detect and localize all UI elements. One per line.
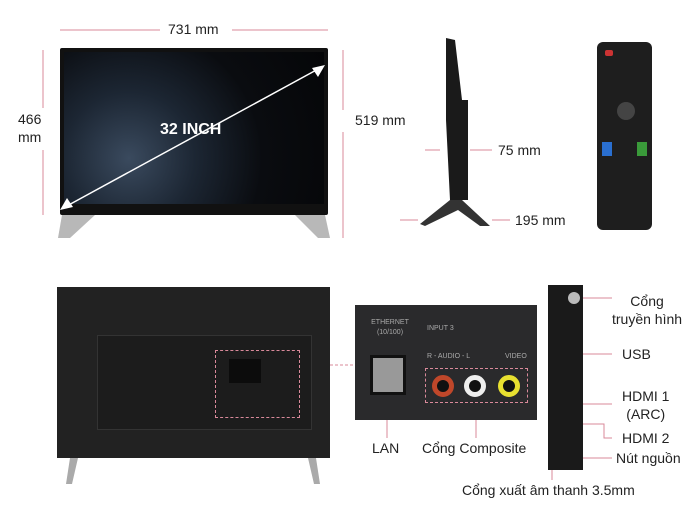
hdmi2-label: HDMI 2 bbox=[622, 430, 670, 446]
height-value: 466 bbox=[18, 111, 42, 127]
lan-label: LAN bbox=[372, 440, 400, 456]
ethernet-title: ETHERNET bbox=[371, 319, 409, 326]
remote-control bbox=[597, 42, 652, 230]
lan-port[interactable] bbox=[370, 355, 406, 395]
stand-depth-label: 195 mm bbox=[515, 212, 566, 228]
composite-ports bbox=[425, 368, 528, 403]
usb-label: USB bbox=[622, 346, 651, 362]
height-label: 466 mm bbox=[18, 110, 41, 146]
audio-text: R - AUDIO - L bbox=[427, 353, 471, 360]
ports-panel: ETHERNET (10/100) INPUT 3 R - AUDIO - L … bbox=[355, 305, 537, 420]
video-text: VIDEO bbox=[505, 353, 527, 360]
audio-l-port[interactable] bbox=[464, 375, 486, 397]
antenna-line1: Cổng bbox=[630, 293, 664, 309]
total-height-label: 519 mm bbox=[355, 112, 406, 128]
ethernet-sub: (10/100) bbox=[376, 329, 404, 336]
connector-highlight bbox=[215, 350, 300, 418]
depth-label: 75 mm bbox=[498, 142, 541, 158]
back-tv bbox=[57, 287, 330, 458]
audio-r-port[interactable] bbox=[432, 375, 454, 397]
composite-label: Cổng Composite bbox=[422, 440, 527, 456]
antenna-line2: truyền hình bbox=[612, 311, 683, 327]
power-label: Nút nguồn bbox=[616, 450, 681, 466]
side-panel bbox=[548, 285, 583, 470]
antenna-port[interactable] bbox=[568, 292, 580, 304]
input-title: INPUT 3 bbox=[427, 325, 454, 332]
width-label: 731 mm bbox=[168, 21, 219, 37]
video-port[interactable] bbox=[498, 375, 520, 397]
front-tv bbox=[60, 48, 328, 215]
height-unit: mm bbox=[18, 129, 42, 145]
audio-out-label: Cổng xuất âm thanh 3.5mm bbox=[462, 482, 635, 498]
hdmi1-label: HDMI 1 (ARC) bbox=[622, 387, 669, 423]
tv-screen bbox=[64, 52, 324, 204]
hdmi1-line1: HDMI 1 bbox=[622, 388, 670, 404]
hdmi1-line2: (ARC) bbox=[626, 406, 666, 422]
screen-size-label: 32 INCH bbox=[160, 121, 222, 138]
antenna-label: Cổng truyền hình bbox=[612, 292, 682, 328]
